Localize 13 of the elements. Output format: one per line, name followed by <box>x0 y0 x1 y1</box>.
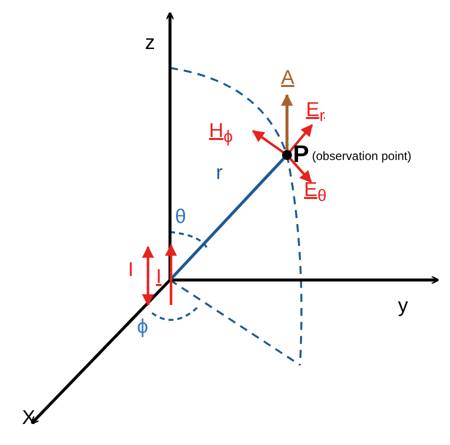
axis-label: y <box>398 296 408 316</box>
current-label: I <box>128 260 134 280</box>
radius-label: r <box>216 163 223 183</box>
vector-label: H$_{ϕ}$ <box>209 121 233 146</box>
axis-label: z <box>145 33 155 53</box>
vector-label: A <box>281 68 294 88</box>
angle-label: θ <box>175 207 186 227</box>
point-description: (observation point) <box>312 150 412 162</box>
point-label: P <box>293 143 310 167</box>
current-vector-label: I <box>156 267 162 287</box>
vector-label: E$_{r}$ <box>306 100 325 125</box>
vector-label: E$_{θ}$ <box>304 180 327 205</box>
angle-label: ϕ <box>137 317 148 337</box>
